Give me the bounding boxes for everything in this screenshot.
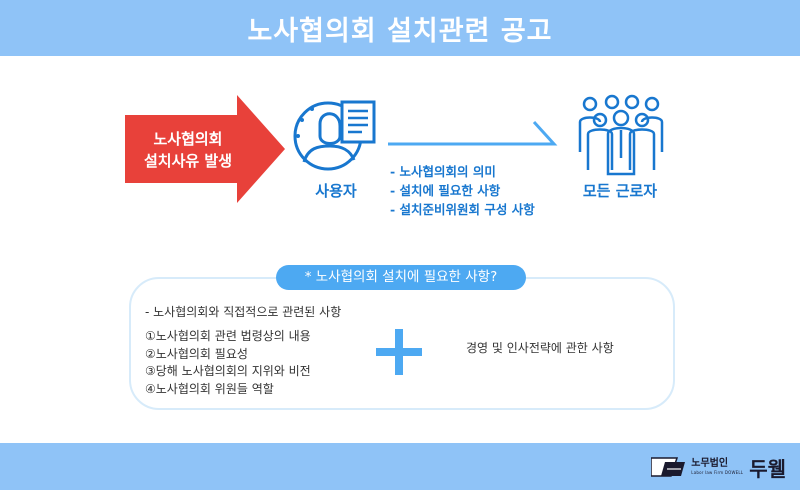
- trigger-label: 노사협의회 설치사유 발생: [133, 128, 243, 172]
- logo-small-text: 노무법인: [691, 458, 729, 469]
- logo-mark-icon: [651, 457, 686, 477]
- requirements-pill: * 노사협의회 설치에 필요한 사항?: [276, 265, 526, 290]
- list-item: ②노사협의회 필요성: [145, 346, 248, 361]
- trigger-line-2: 설치사유 발생: [143, 152, 233, 170]
- notice-items: - 노사협의회의 의미 - 설치에 필요한 사항 - 설치준비위원회 구성 사항: [390, 162, 590, 219]
- footer-bar: 노무법인 Labor law Firm DOWELL 두웰: [0, 443, 800, 490]
- user-label: 사용자: [315, 182, 357, 200]
- list-item: ③당해 노사협의회의 지위와 비전: [145, 364, 311, 378]
- logo-tiny-text: Labor law Firm DOWELL: [691, 470, 744, 475]
- workers-group-icon: [578, 94, 664, 176]
- logo-text-block: 노무법인 Labor law Firm DOWELL: [691, 459, 743, 475]
- long-arrow-icon: [388, 120, 558, 146]
- notice-item: - 노사협의회의 의미: [390, 164, 496, 179]
- workers-label: 모든 근로자: [582, 182, 658, 200]
- user-document-icon: [293, 100, 376, 171]
- list-item: ①노사협의회 관련 법령상의 내용: [145, 329, 311, 343]
- notice-item: - 설치에 필요한 사항: [390, 183, 501, 198]
- page-title: 노사협의회 설치관련 공고: [247, 15, 553, 47]
- list-item: ④노사협의회 위원들 역할: [145, 381, 274, 396]
- notice-item: - 설치준비위원회 구성 사항: [390, 202, 535, 217]
- trigger-line-1: 노사협의회: [153, 130, 223, 148]
- plus-icon: [376, 329, 422, 375]
- management-strategy-text: 경영 및 인사전략에 관한 사항: [466, 341, 614, 355]
- company-logo: 노무법인 Labor law Firm DOWELL 두웰: [651, 452, 786, 482]
- requirements-heading: - 노사협의회와 직접적으로 관련된 사항: [145, 305, 342, 319]
- header-banner: 노사협의회 설치관련 공고: [0, 0, 800, 56]
- requirements-list: ①노사협의회 관련 법령상의 내용 ②노사협의회 필요성 ③당해 노사협의회의 …: [145, 328, 311, 398]
- red-arrow-icon: [125, 95, 285, 203]
- logo-big-text: 두웰: [749, 456, 786, 481]
